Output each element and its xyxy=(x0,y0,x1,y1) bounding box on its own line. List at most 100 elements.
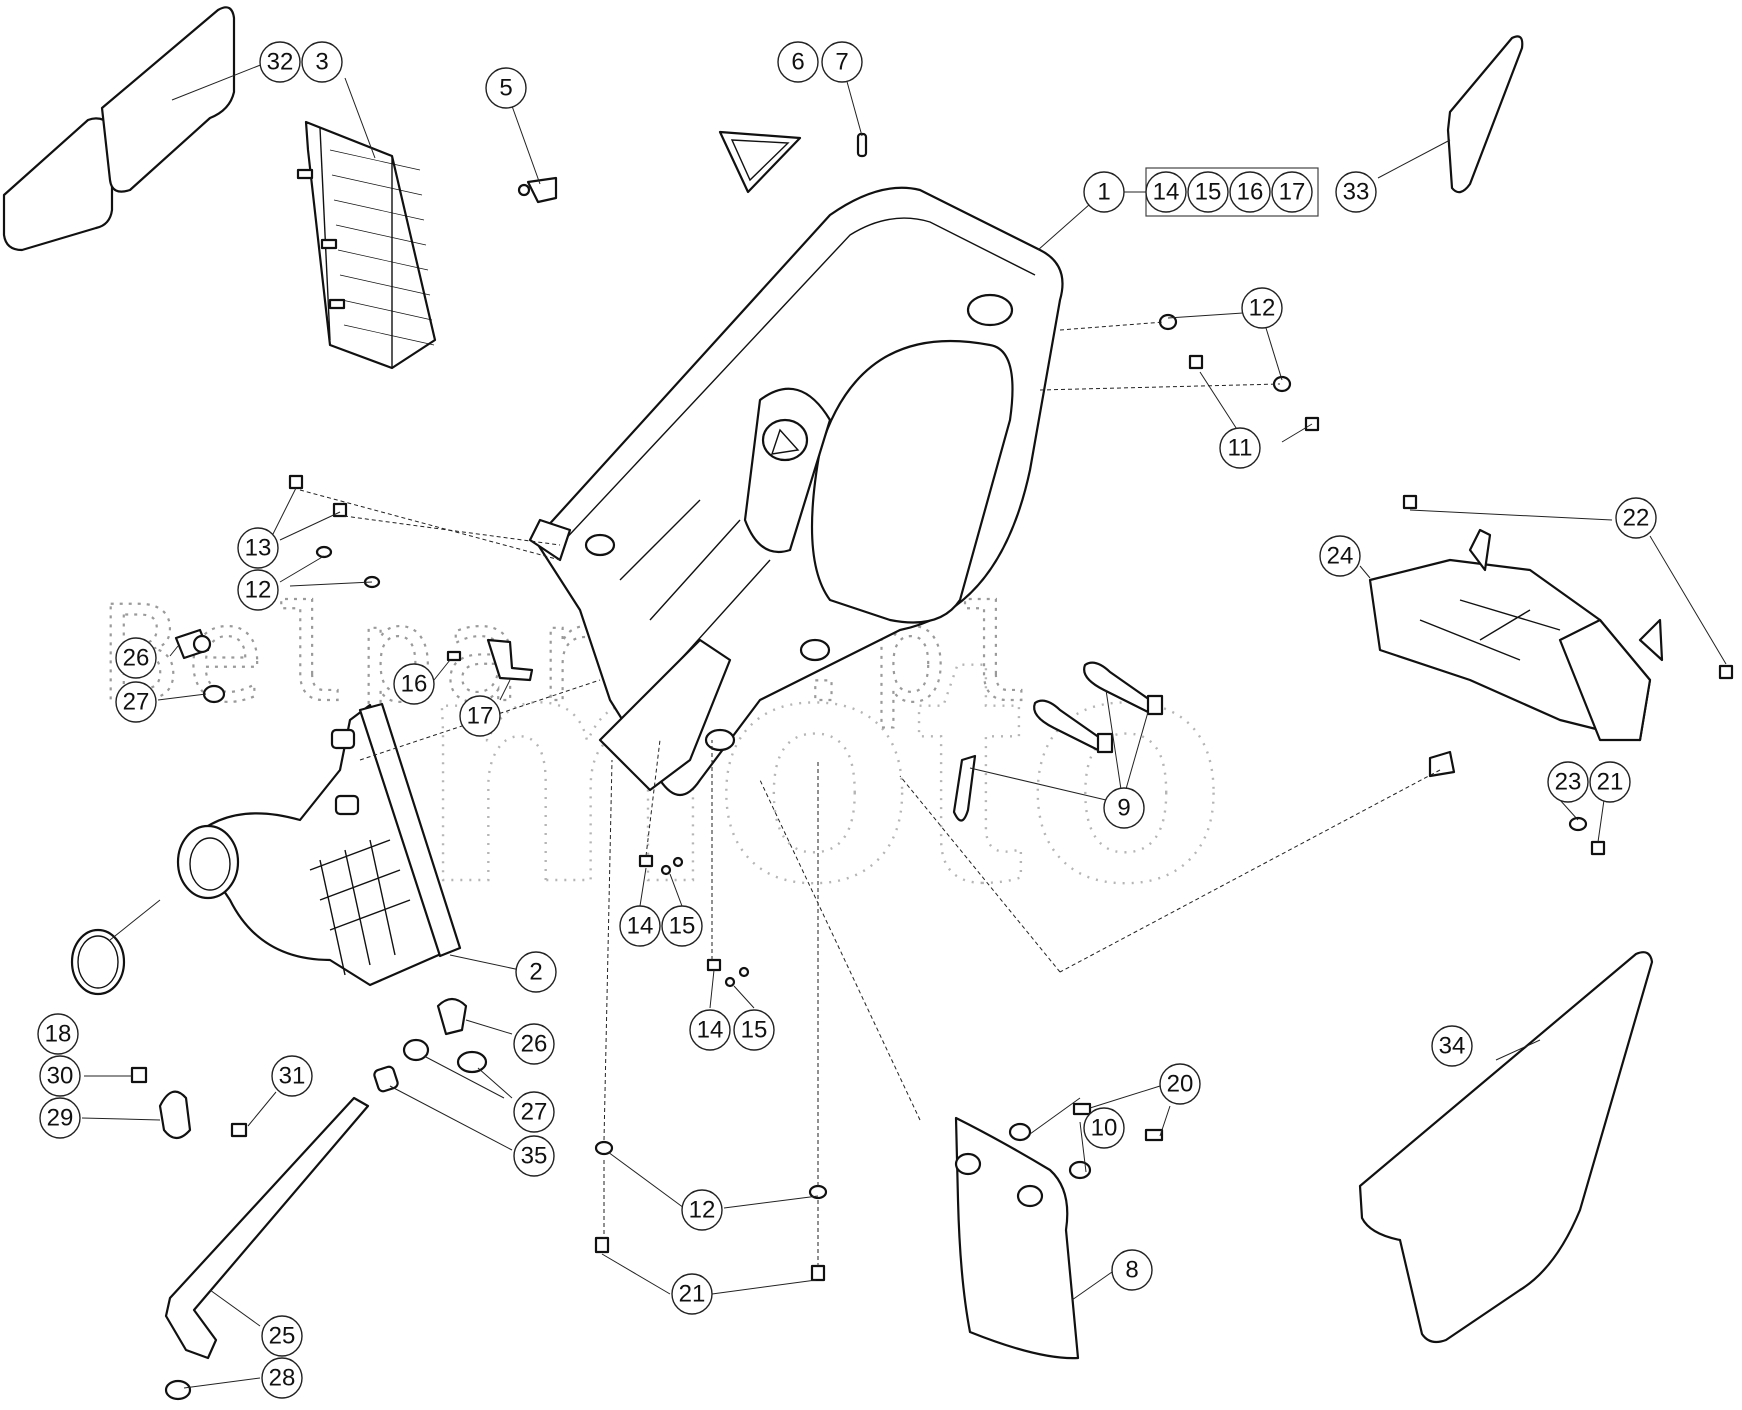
svg-text:15: 15 xyxy=(741,1017,768,1044)
callout-17b: 17 xyxy=(459,695,501,737)
plate-30 xyxy=(130,1066,148,1084)
fasteners-mid xyxy=(638,854,750,988)
callout-10: 10 xyxy=(1083,1107,1125,1149)
bracket-17 xyxy=(486,638,534,682)
screw-5 xyxy=(517,176,558,204)
callout-22: 22 xyxy=(1615,497,1657,539)
airbox-1 xyxy=(528,186,1064,797)
callout-11: 11 xyxy=(1219,427,1261,469)
svg-text:2: 2 xyxy=(529,959,542,986)
svg-text:15: 15 xyxy=(1195,179,1222,206)
callout-14b: 14 xyxy=(619,905,661,947)
svg-text:26: 26 xyxy=(123,645,150,672)
svg-text:29: 29 xyxy=(47,1105,74,1132)
callout-21b: 21 xyxy=(671,1273,713,1315)
svg-text:21: 21 xyxy=(679,1281,706,1308)
callout-16a: 16 xyxy=(1229,171,1271,213)
callout-8: 8 xyxy=(1111,1249,1153,1291)
callout-33: 33 xyxy=(1335,171,1377,213)
fasteners-lower xyxy=(594,1140,828,1282)
svg-text:12: 12 xyxy=(245,577,272,604)
breather-hose-25 xyxy=(164,1096,370,1360)
callout-5: 5 xyxy=(485,67,527,109)
callout-34: 34 xyxy=(1431,1025,1473,1067)
callout-2: 2 xyxy=(515,951,557,993)
side-panel-34 xyxy=(1358,951,1654,1344)
svg-text:5: 5 xyxy=(499,75,512,102)
fasteners-left xyxy=(288,474,381,589)
battery-tray-24 xyxy=(1368,528,1664,778)
svg-text:9: 9 xyxy=(1117,795,1130,822)
mud-flap-8 xyxy=(954,1116,1080,1360)
svg-text:3: 3 xyxy=(315,49,328,76)
svg-text:27: 27 xyxy=(123,689,150,716)
callout-21a: 21 xyxy=(1589,761,1631,803)
callout-13: 13 xyxy=(237,527,279,569)
svg-text:16: 16 xyxy=(1237,179,1264,206)
callout-32a: 32 xyxy=(259,41,301,83)
svg-text:24: 24 xyxy=(1327,543,1354,570)
grommets-10 xyxy=(1008,1122,1092,1180)
svg-text:1: 1 xyxy=(1097,179,1110,206)
callout-9: 9 xyxy=(1103,787,1145,829)
svg-text:14: 14 xyxy=(697,1017,724,1044)
callout-30: 30 xyxy=(39,1055,81,1097)
svg-text:18: 18 xyxy=(45,1021,72,1048)
svg-text:12: 12 xyxy=(1249,295,1276,322)
nut-31 xyxy=(230,1122,248,1138)
callout-29: 29 xyxy=(39,1097,81,1139)
clip-6 xyxy=(718,130,802,194)
callout-27b: 27 xyxy=(513,1091,555,1133)
grommet-27a xyxy=(202,684,226,704)
svg-text:23: 23 xyxy=(1555,769,1582,796)
svg-text:11: 11 xyxy=(1228,435,1253,462)
callout-12b: 12 xyxy=(237,569,279,611)
svg-text:16: 16 xyxy=(401,671,428,698)
fasteners-right xyxy=(1158,313,1320,432)
air-filter-3 xyxy=(296,120,437,370)
svg-text:17: 17 xyxy=(1279,179,1306,206)
clamp-29 xyxy=(158,1090,192,1140)
svg-text:35: 35 xyxy=(521,1143,548,1170)
callout-24: 24 xyxy=(1319,535,1361,577)
callout-17a: 17 xyxy=(1271,171,1313,213)
callout-35: 35 xyxy=(513,1135,555,1177)
svg-text:14: 14 xyxy=(627,913,654,940)
callout-16b: 16 xyxy=(393,663,435,705)
svg-text:28: 28 xyxy=(269,1365,296,1392)
straps-9 xyxy=(952,661,1164,822)
callout-15b: 15 xyxy=(661,905,703,947)
svg-text:13: 13 xyxy=(245,535,272,562)
hose-clamp-18 xyxy=(70,928,126,996)
callout-7: 7 xyxy=(821,41,863,83)
callout-12c: 12 xyxy=(681,1189,723,1231)
callout-27a: 27 xyxy=(115,681,157,723)
callout-15a: 15 xyxy=(1187,171,1229,213)
svg-text:21: 21 xyxy=(1597,769,1624,796)
svg-text:12: 12 xyxy=(689,1197,716,1224)
breather-fitting-26a xyxy=(174,628,212,660)
fasteners-tray xyxy=(1402,494,1734,856)
svg-text:6: 6 xyxy=(791,49,804,76)
svg-text:30: 30 xyxy=(47,1063,74,1090)
svg-text:22: 22 xyxy=(1623,505,1650,532)
clamp-28 xyxy=(164,1379,192,1401)
callout-26b: 26 xyxy=(513,1023,555,1065)
svg-text:32: 32 xyxy=(267,49,294,76)
side-cover-33 xyxy=(1446,35,1524,194)
svg-text:14: 14 xyxy=(1153,179,1180,206)
svg-text:7: 7 xyxy=(835,49,848,76)
air-duct-2 xyxy=(176,702,462,987)
svg-text:10: 10 xyxy=(1091,1115,1118,1142)
breather-fitting-26b xyxy=(436,997,468,1036)
callout-6: 6 xyxy=(777,41,819,83)
leader-lines xyxy=(81,61,1727,1389)
callout-25: 25 xyxy=(261,1315,303,1357)
callout-20: 20 xyxy=(1159,1063,1201,1105)
callout-1: 1 xyxy=(1083,171,1125,213)
callout-23: 23 xyxy=(1547,761,1589,803)
connector-35 xyxy=(373,1065,399,1093)
svg-text:27: 27 xyxy=(521,1099,548,1126)
